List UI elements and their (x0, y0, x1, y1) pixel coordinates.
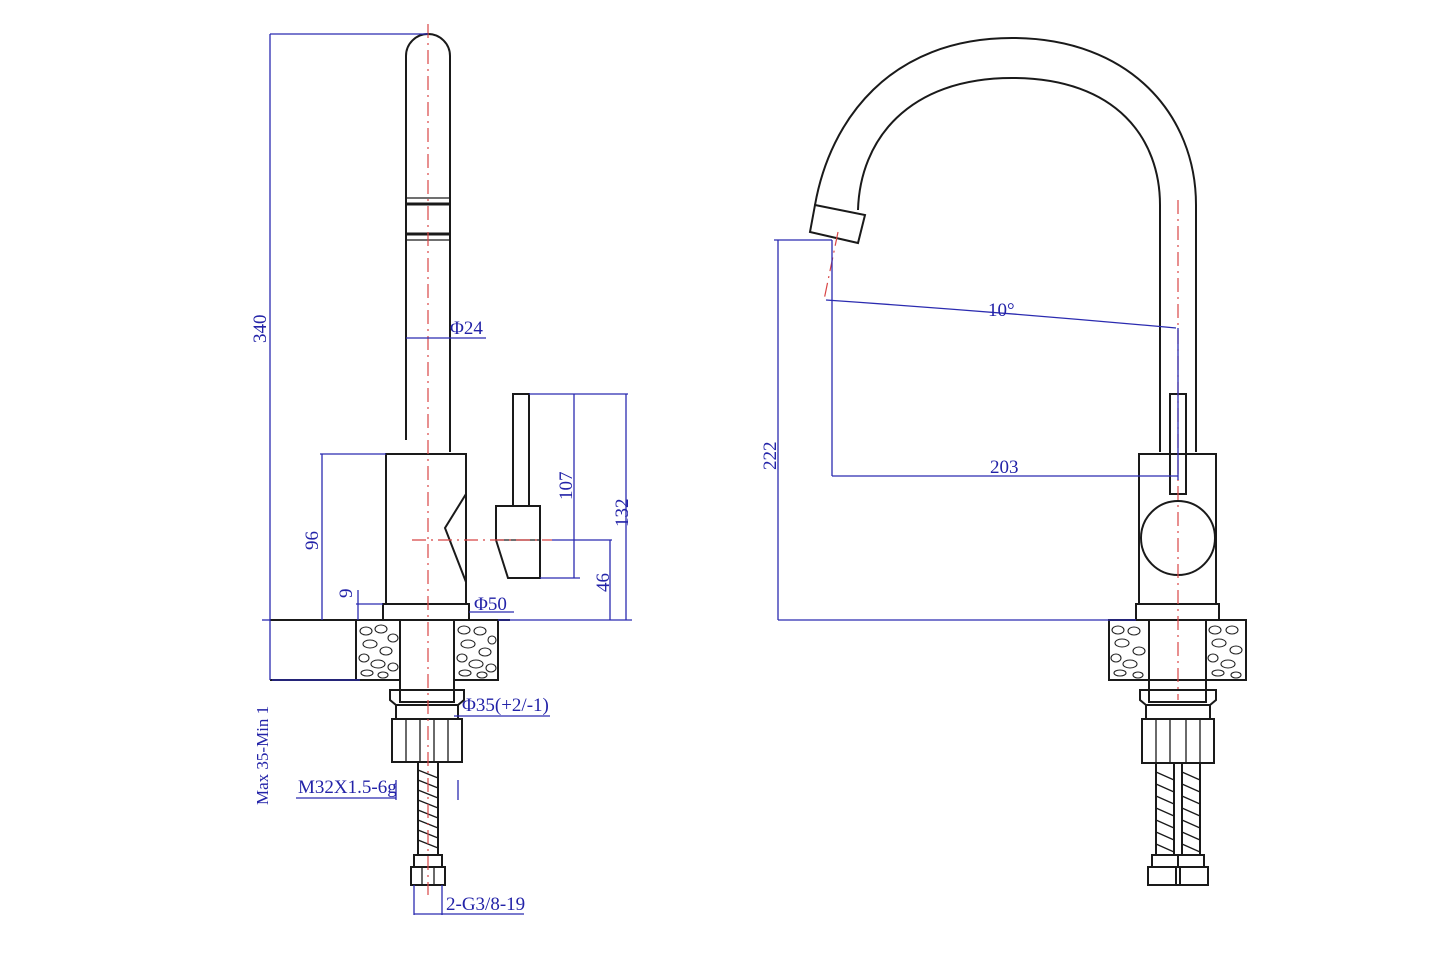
side-handle (495, 393, 541, 579)
dim-handle-total-label: 132 (612, 499, 633, 528)
dim-handle-axis-label: 46 (593, 573, 614, 592)
dim-reach-label: 203 (990, 457, 1019, 478)
front-view: 222 10° 203 (760, 36, 1247, 886)
dim-thread-label: M32X1.5-6g (298, 777, 397, 798)
front-spout (808, 36, 1197, 452)
front-hoses (1147, 763, 1209, 886)
side-dimension-lines (262, 33, 632, 915)
side-countertop (270, 619, 510, 681)
dim-handle-height-label: 107 (556, 472, 577, 501)
side-view: 340 Φ24 96 9 Φ50 107 132 46 Φ35(+2/-1) M… (250, 24, 633, 915)
dim-base-thickness-label: 9 (336, 589, 357, 599)
dim-base-diameter-label: Φ50 (474, 594, 507, 615)
dim-body-height-label: 96 (302, 531, 323, 550)
side-shank (389, 619, 465, 763)
dim-angle-label: 10° (988, 300, 1015, 321)
dim-height-total-label: 340 (250, 315, 271, 344)
side-base-ring (382, 603, 470, 621)
dim-hose-label: 2-G3/8-19 (446, 894, 525, 915)
side-body (385, 453, 467, 605)
dim-counter-thickness-label: Max 35-Min 1 (253, 706, 272, 805)
front-shank (1139, 619, 1217, 764)
dim-outlet-height-label: 222 (760, 442, 781, 471)
dim-spout-diameter-label: Φ24 (450, 318, 483, 339)
dim-hole-diameter-label: Φ35(+2/-1) (462, 695, 549, 716)
front-dimension-lines (774, 239, 1179, 621)
front-center-outlet (823, 231, 839, 301)
